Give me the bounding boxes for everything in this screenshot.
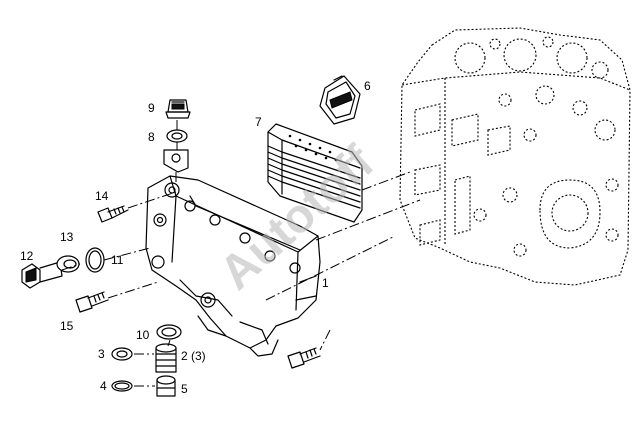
part-1-oil-cooler-housing xyxy=(145,175,321,357)
callout-11: 11 xyxy=(111,253,124,267)
part-9-plug xyxy=(165,99,191,119)
callout-13: 13 xyxy=(60,230,74,244)
part-2-fitting xyxy=(155,343,177,373)
callout-9: 9 xyxy=(148,101,155,115)
callout-5: 5 xyxy=(181,382,188,396)
callout-labels: 1 2 (3) 3 4 5 6 7 8 9 10 11 12 13 14 15 xyxy=(20,79,371,396)
part-8-washer xyxy=(166,129,188,143)
part-8-bracket xyxy=(163,149,189,173)
part-15-bolt xyxy=(75,291,109,313)
callout-6: 6 xyxy=(364,79,371,93)
callout-7: 7 xyxy=(255,115,262,129)
part-11-gasket xyxy=(85,247,105,273)
part-13-cover xyxy=(56,255,80,273)
callout-10: 10 xyxy=(136,328,150,342)
cooler-top-dots xyxy=(288,134,338,162)
part-10-seal-ring xyxy=(156,324,182,340)
callout-12: 12 xyxy=(20,249,34,263)
cooler-fins xyxy=(267,145,361,209)
part-5-plug xyxy=(156,375,176,397)
callout-15: 15 xyxy=(60,319,74,333)
part-3-washer xyxy=(111,347,133,361)
callout-3: 3 xyxy=(98,347,105,361)
part-7-oil-cooler-core xyxy=(267,123,363,223)
part-14-bolt xyxy=(97,205,129,223)
part-12-bolt xyxy=(21,261,63,289)
callout-2: 2 (3) xyxy=(181,349,206,363)
callout-1: 1 xyxy=(322,276,329,290)
callout-8: 8 xyxy=(148,130,155,144)
engine-block xyxy=(399,27,631,286)
callout-14: 14 xyxy=(95,189,109,203)
part-6-clip xyxy=(319,75,361,125)
callout-4: 4 xyxy=(100,379,107,393)
lower-right-bolt xyxy=(287,347,321,369)
alignment-lines xyxy=(61,120,421,387)
part-4-o-ring xyxy=(111,380,133,392)
